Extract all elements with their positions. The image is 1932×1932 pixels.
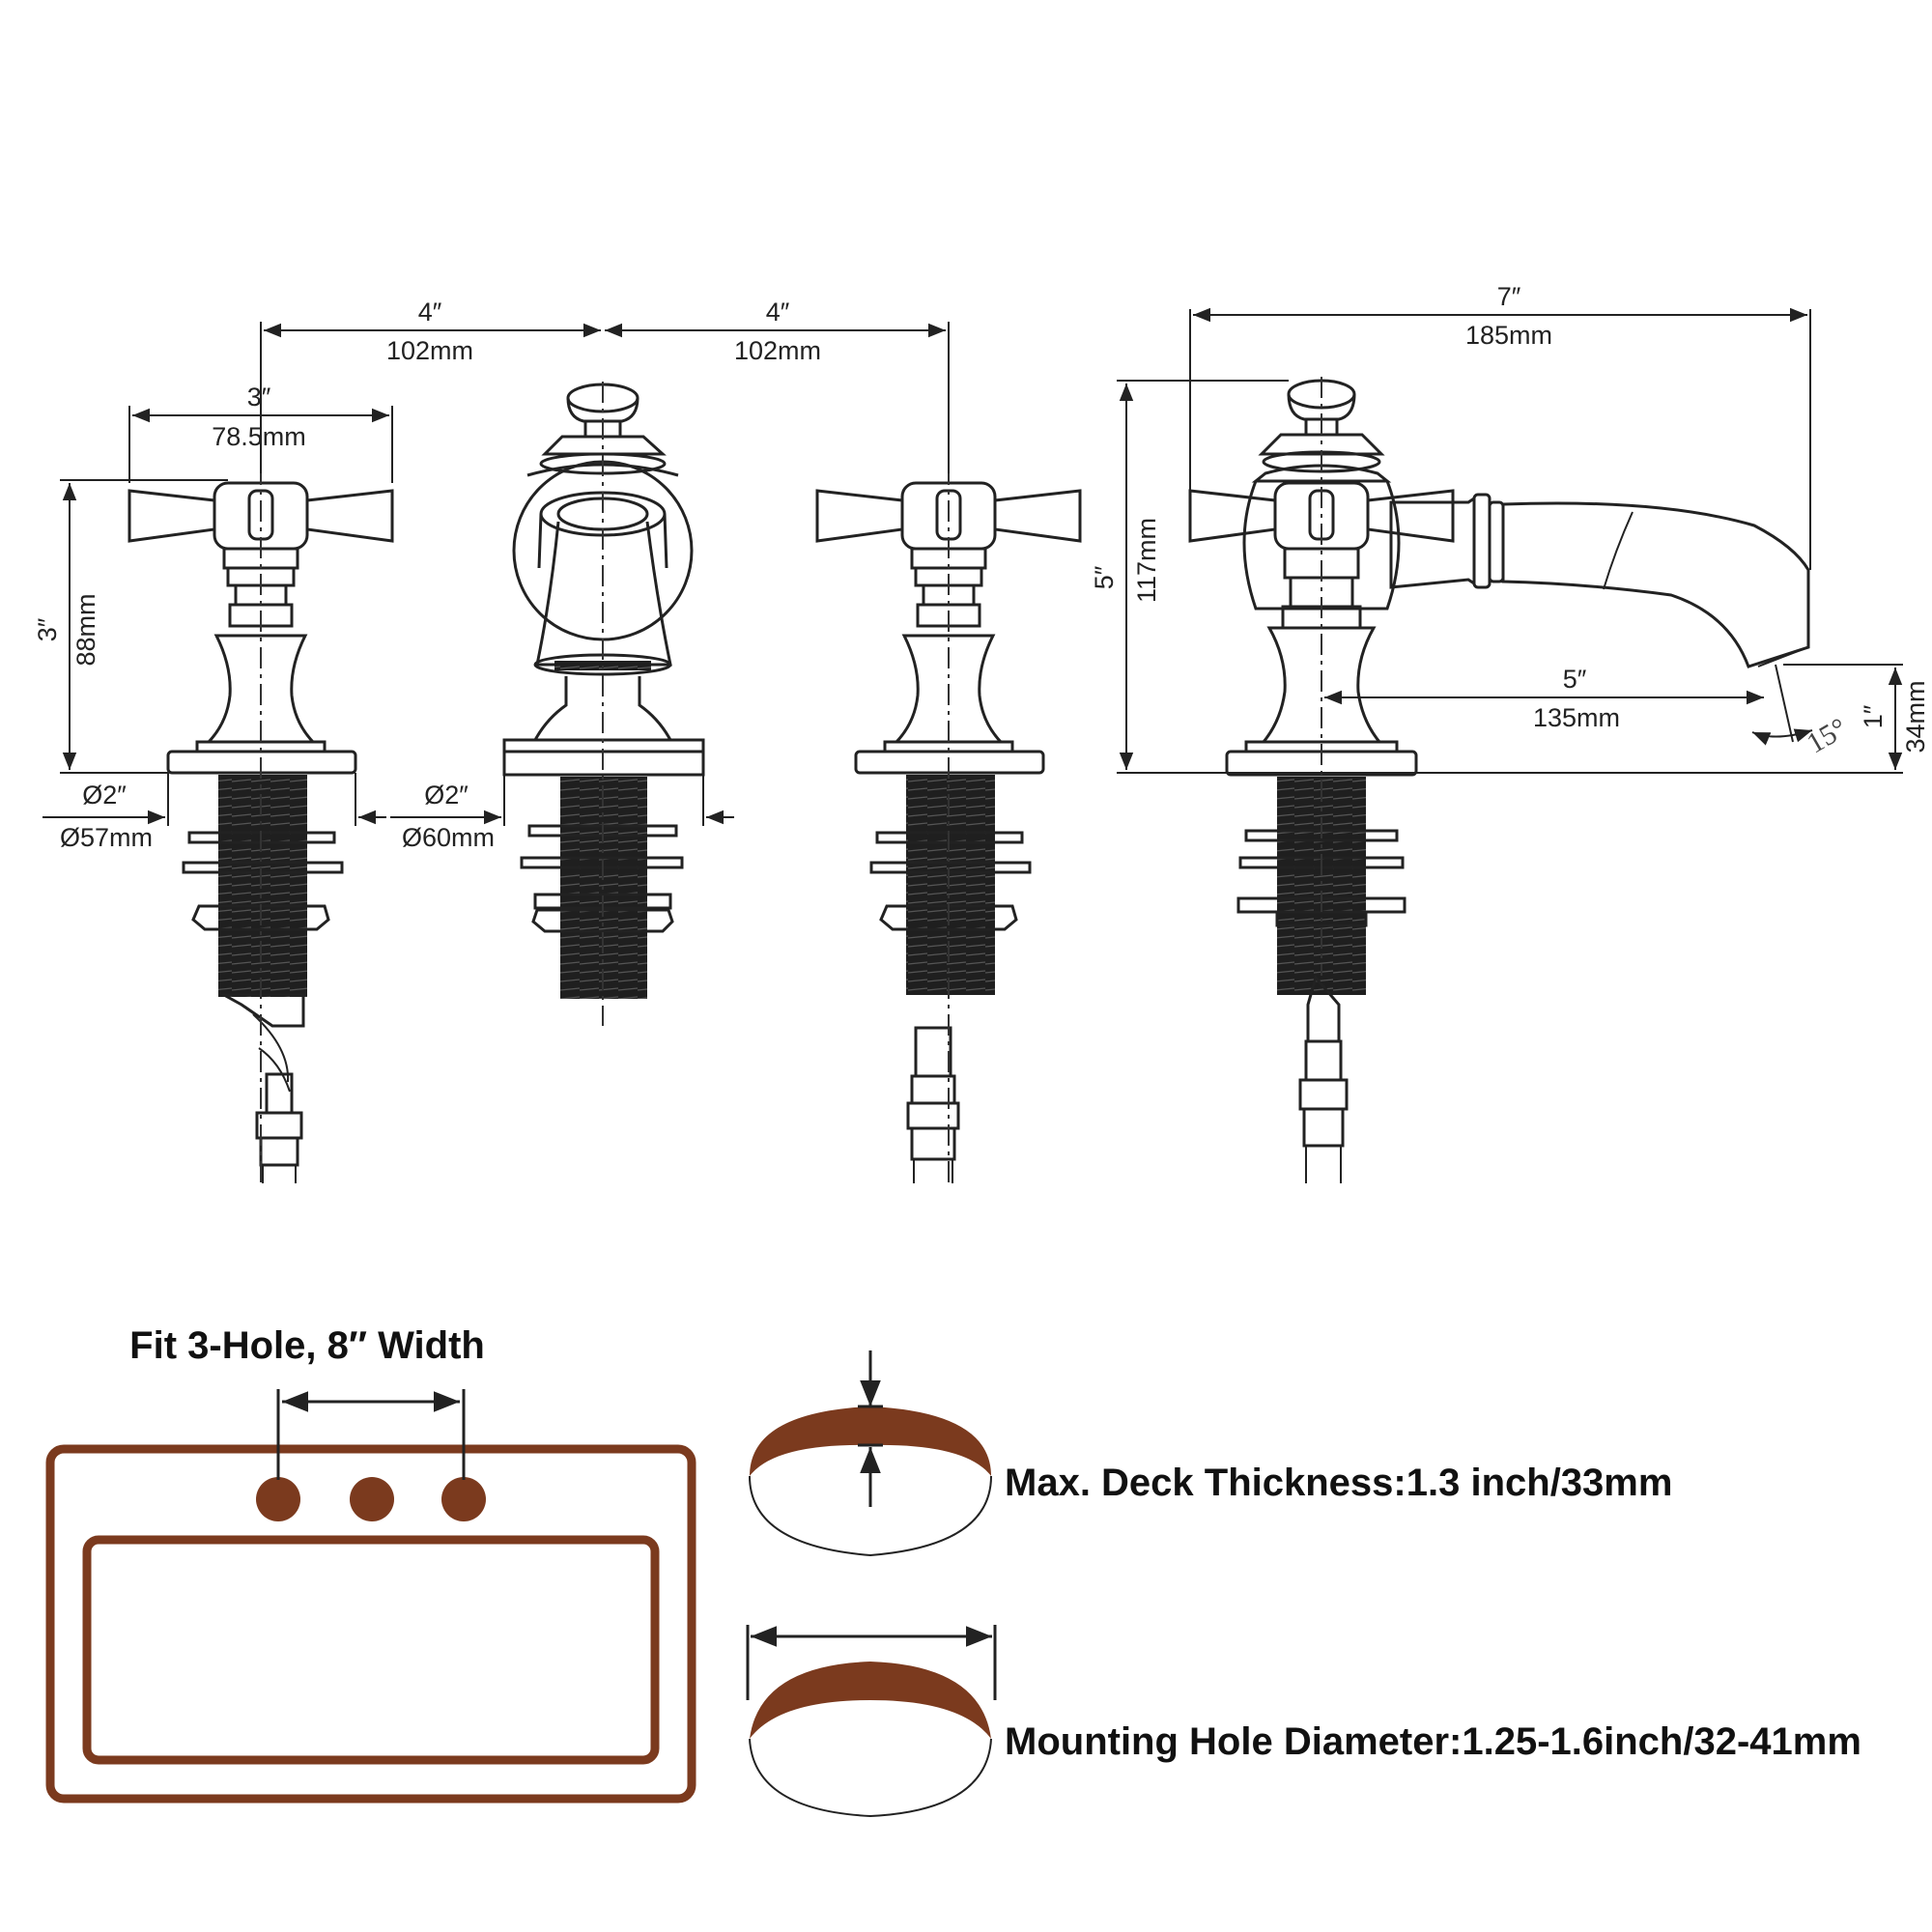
dim-spout-dia-mm: Ø60mm bbox=[402, 823, 495, 852]
dim-handle-dia-inch: Ø2″ bbox=[82, 781, 127, 810]
dim-reach-mm: 135mm bbox=[1533, 703, 1620, 732]
basin-diagram bbox=[45, 1389, 696, 1804]
dim-spout-height-inch: 1″ bbox=[1859, 704, 1888, 728]
front-view-dimensions bbox=[43, 322, 950, 826]
dim-spout-angle: 15° bbox=[1802, 712, 1853, 760]
dim-right-spacing-mm: 102mm bbox=[734, 336, 821, 365]
side-view-faucet bbox=[1188, 379, 1810, 1183]
dim-spout-height-mm: 34mm bbox=[1901, 680, 1930, 753]
dim-reach-inch: 5″ bbox=[1563, 665, 1587, 694]
dim-depth-mm: 185mm bbox=[1465, 321, 1552, 350]
dim-handle-width-inch: 3″ bbox=[247, 383, 271, 412]
dim-height-inch: 5″ bbox=[1090, 565, 1119, 589]
right-handle-valve bbox=[815, 481, 1082, 1183]
mounting-hole-diagram bbox=[746, 1625, 997, 1818]
dim-depth-inch: 7″ bbox=[1497, 282, 1521, 311]
dim-handle-height-mm: 88mm bbox=[71, 593, 100, 666]
dim-right-spacing-inch: 4″ bbox=[766, 298, 790, 327]
side-view-dimensions bbox=[1117, 307, 1903, 774]
dim-spout-dia-inch: Ø2″ bbox=[424, 781, 469, 810]
deck-thickness-label: Max. Deck Thickness:1.3 inch/33mm bbox=[1005, 1462, 1672, 1504]
mounting-hole-label: Mounting Hole Diameter:1.25-1.6inch/32-4… bbox=[1005, 1720, 1861, 1763]
fit-hole-title: Fit 3-Hole, 8″ Width bbox=[129, 1324, 485, 1367]
dim-handle-dia-mm: Ø57mm bbox=[60, 823, 153, 852]
dim-left-spacing-mm: 102mm bbox=[386, 336, 473, 365]
dim-handle-width-mm: 78.5mm bbox=[212, 422, 306, 451]
dim-left-spacing-inch: 4″ bbox=[418, 298, 442, 327]
dim-handle-height-inch: 3″ bbox=[33, 617, 62, 641]
deck-thickness-diagram bbox=[749, 1350, 992, 1557]
dim-height-mm: 117mm bbox=[1132, 518, 1161, 603]
